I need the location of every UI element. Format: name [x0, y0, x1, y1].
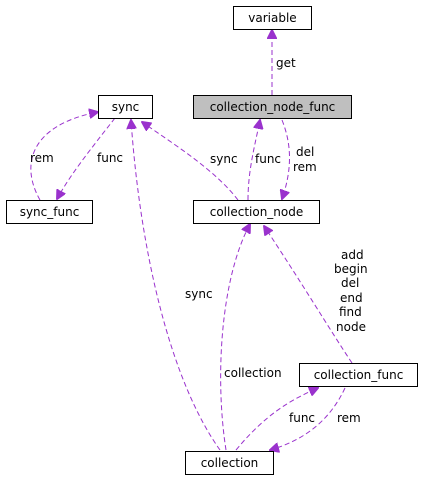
edge-label-sync: sync [185, 287, 213, 301]
node-label-sync: sync [112, 100, 140, 114]
node-sync-func[interactable]: sync_func [6, 200, 93, 224]
edge-collection [220, 224, 250, 451]
edge-label-func: func [97, 151, 123, 165]
edge-label-del: del [296, 145, 314, 159]
node-label-collection-node-func: collection_node_func [210, 100, 336, 114]
edge-label-begin: begin [334, 262, 368, 276]
edge-label-find: find [339, 305, 362, 319]
edge-func-collection [235, 388, 318, 451]
edge-label-func: func [255, 152, 281, 166]
node-collection[interactable]: collection [185, 451, 274, 475]
edge-label-del: del [341, 276, 359, 290]
node-sync[interactable]: sync [98, 95, 153, 119]
edge-label-func: func [289, 411, 315, 425]
edge-labels: get rem func sync func del rem sync coll… [30, 56, 368, 425]
edge-label-end: end [340, 291, 363, 305]
edge-label-sync: sync [210, 152, 238, 166]
node-label-collection: collection [201, 456, 259, 470]
edge-sync-collection [131, 120, 221, 451]
edge-add-list [264, 226, 353, 364]
edges [30, 30, 353, 451]
node-collection-node-func[interactable]: collection_node_func [193, 95, 352, 119]
node-label-collection-func: collection_func [314, 368, 404, 382]
node-label-variable: variable [248, 11, 296, 25]
node-collection-node[interactable]: collection_node [193, 200, 320, 224]
edge-label-get: get [276, 56, 296, 70]
node-label-collection-node: collection_node [210, 205, 304, 219]
node-variable[interactable]: variable [233, 6, 312, 30]
edge-label-collection: collection [224, 366, 282, 380]
edge-rem-sync-func [30, 112, 98, 201]
node-label-sync-func: sync_func [20, 205, 80, 219]
edge-del-rem [282, 119, 290, 199]
edge-func-sync-func [57, 117, 116, 199]
edge-label-node: node [336, 320, 366, 334]
edge-sync-collection-node [142, 122, 239, 201]
edge-label-rem: rem [337, 411, 361, 425]
edge-rem-collection [270, 387, 346, 450]
edge-func-collection-node [247, 120, 260, 201]
edge-label-add: add [341, 248, 364, 262]
node-collection-func[interactable]: collection_func [299, 363, 418, 387]
edge-label-rem: rem [30, 151, 54, 165]
edge-label-rem: rem [293, 160, 317, 174]
